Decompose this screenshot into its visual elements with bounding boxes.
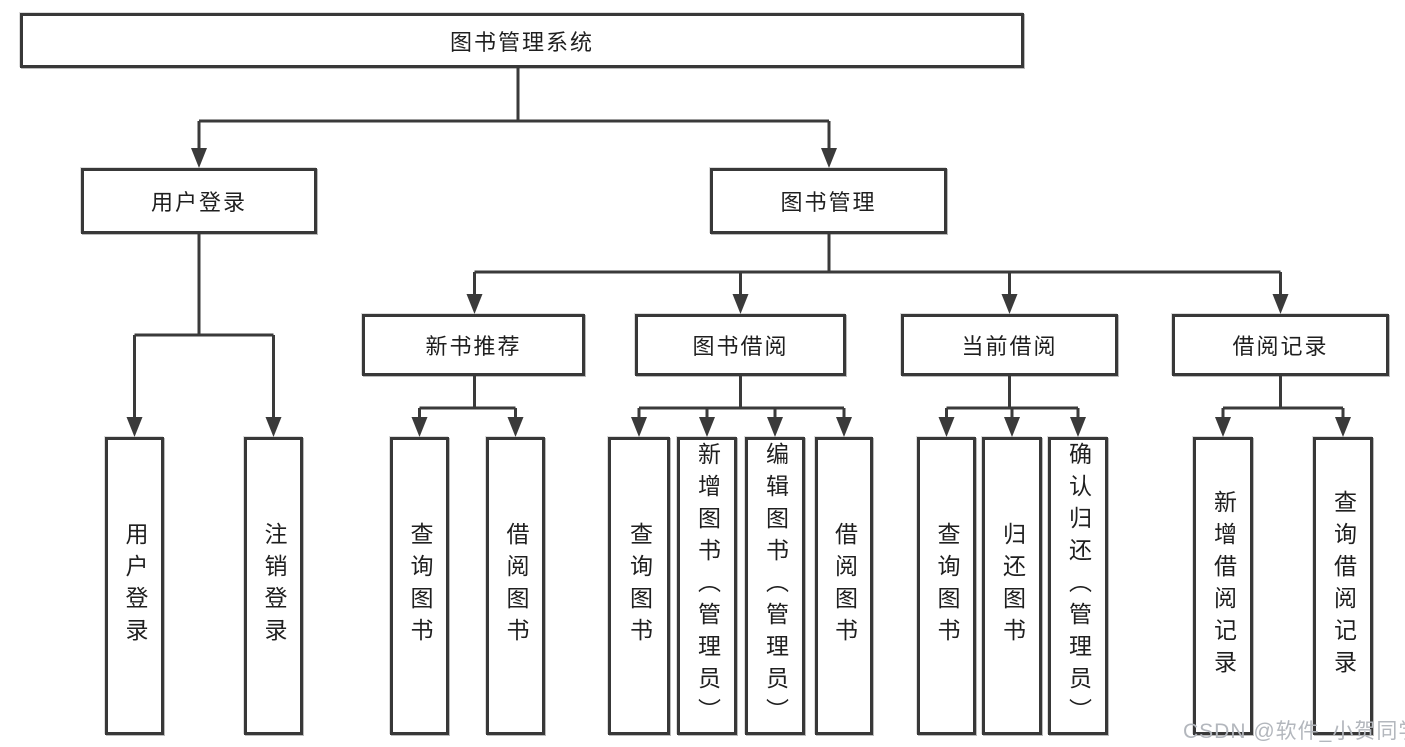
leaf-label: 借阅图书 xyxy=(503,522,529,650)
leaf-label: 查询图书 xyxy=(934,522,960,650)
leaf-label: 编辑图书（管理员） xyxy=(762,442,789,730)
leaf-label: 新增借阅记录 xyxy=(1210,490,1237,682)
csdn-watermark: CSDN @软件_小贺同学 xyxy=(1183,720,1405,743)
leaf-label: 查询图书 xyxy=(626,522,653,650)
node-label: 图书借阅 xyxy=(692,334,789,359)
node-label: 当前借阅 xyxy=(961,334,1058,359)
node-book-borrowing: 图书借阅 xyxy=(635,314,846,376)
leaf-add-borrow-record: 新增借阅记录 xyxy=(1193,437,1253,735)
leaf-label: 借阅图书 xyxy=(831,522,858,650)
leaf-label: 归还图书 xyxy=(999,522,1026,650)
node-current-borrowing: 当前借阅 xyxy=(901,314,1118,376)
leaf-logout: 注销登录 xyxy=(244,437,303,735)
leaf-user-login: 用户登录 xyxy=(105,437,164,735)
leaf-query-books-borrowing: 查询图书 xyxy=(608,437,670,735)
leaf-confirm-return-admin: 确认归还（管理员） xyxy=(1048,437,1108,735)
node-user-login: 用户登录 xyxy=(81,168,317,234)
node-label: 用户登录 xyxy=(150,190,247,215)
leaf-label: 查询借阅记录 xyxy=(1330,490,1357,682)
leaf-label: 新增图书（管理员） xyxy=(694,442,721,730)
leaf-borrow-books-recommend: 借阅图书 xyxy=(486,437,545,735)
leaf-label: 用户登录 xyxy=(122,522,148,650)
node-label: 图书管理系统 xyxy=(449,29,594,55)
node-label: 新书推荐 xyxy=(425,334,522,359)
leaf-borrow-books: 借阅图书 xyxy=(815,437,873,735)
node-library-management-system: 图书管理系统 xyxy=(20,13,1024,68)
node-label: 图书管理 xyxy=(780,190,877,215)
leaf-query-books-current: 查询图书 xyxy=(917,437,976,735)
leaf-edit-book-admin: 编辑图书（管理员） xyxy=(745,437,805,735)
leaf-add-book-admin: 新增图书（管理员） xyxy=(677,437,737,735)
leaf-query-books-recommend: 查询图书 xyxy=(390,437,449,735)
node-new-book-recommend: 新书推荐 xyxy=(362,314,585,376)
node-book-management: 图书管理 xyxy=(710,168,947,234)
leaf-return-books: 归还图书 xyxy=(982,437,1042,735)
leaf-query-borrow-record: 查询借阅记录 xyxy=(1313,437,1373,735)
node-borrow-records: 借阅记录 xyxy=(1172,314,1389,376)
leaf-label: 注销登录 xyxy=(261,522,287,650)
node-label: 借阅记录 xyxy=(1232,334,1329,359)
leaf-label: 确认归还（管理员） xyxy=(1065,442,1092,730)
leaf-label: 查询图书 xyxy=(407,522,433,650)
